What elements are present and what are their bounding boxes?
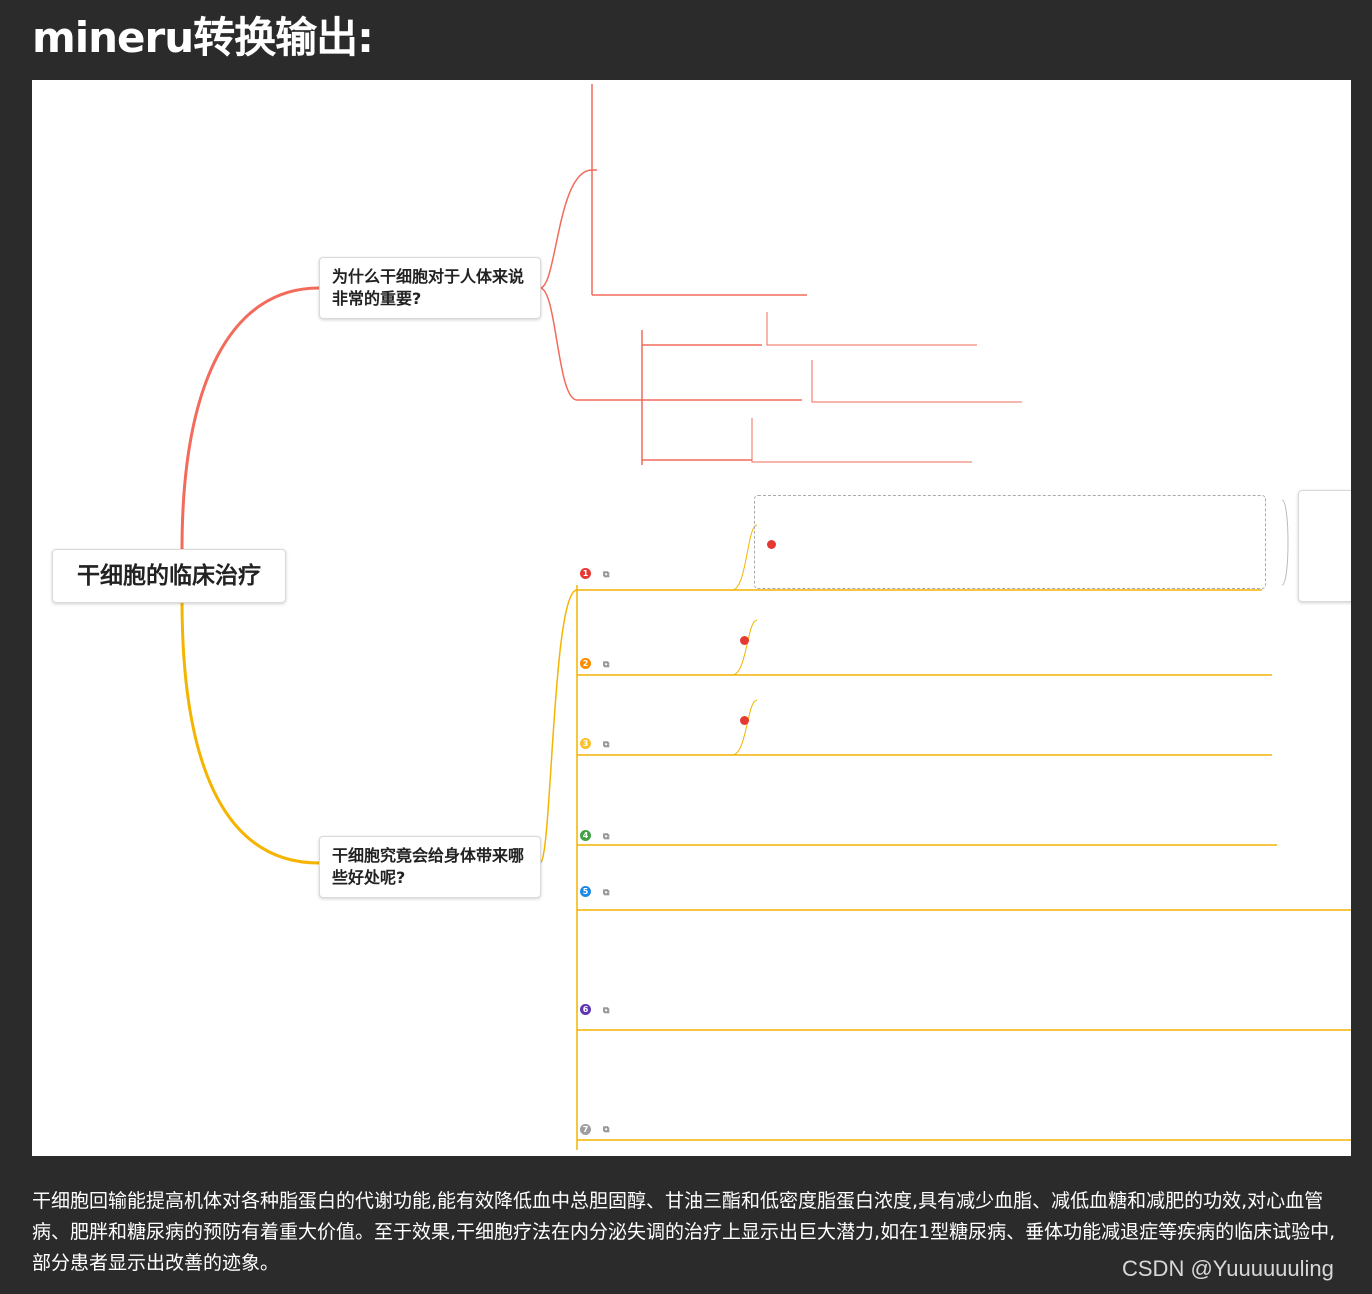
csdn-watermark: CSDN @Yuuuuuuling [1122, 1256, 1334, 1281]
stem-cell-importance-text [607, 82, 807, 294]
link-icon[interactable]: ⧉ [603, 739, 610, 750]
section-7-number: 7 [580, 1124, 591, 1135]
section-5-number: 5 [580, 886, 591, 897]
section-5-label: 5⧉ [580, 886, 820, 898]
section-4-text [760, 770, 1272, 842]
section-2-text [758, 610, 1268, 672]
section-7-text [724, 1048, 1351, 1136]
branch-title-benefits: 干细胞究竟会给身体带来哪些好处呢? [319, 836, 541, 898]
marker-1 [767, 540, 776, 549]
page-heading: mineru转换输出: [32, 13, 374, 62]
section-6-label: 6⧉ [580, 1004, 820, 1016]
section-4-label: 4⧉ [580, 830, 609, 842]
section-6-number: 6 [580, 1004, 591, 1015]
section-3-number: 3 [580, 738, 591, 749]
section-4-number: 4 [580, 830, 591, 841]
section-1-text [784, 505, 1254, 585]
clipped-side-note [1298, 490, 1351, 602]
section-2-number: 2 [580, 658, 591, 669]
section-1-dashed-box [754, 495, 1266, 589]
link-icon[interactable]: ⧉ [603, 569, 610, 580]
link-icon[interactable]: ⧉ [603, 831, 610, 842]
link-icon[interactable]: ⧉ [603, 1005, 610, 1016]
mindmap-connectors [180, 84, 1351, 1150]
section-1-label: 1⧉ [580, 568, 609, 580]
mindmap-image: 干细胞的临床治疗 为什么干细胞对于人体来说非常的重要? 干细胞究竟会给身体带来哪… [32, 80, 1351, 1156]
section-1-number: 1 [580, 568, 591, 579]
branch-title-why-important: 为什么干细胞对于人体来说非常的重要? [319, 257, 541, 319]
summary-paragraph: 干细胞回输能提高机体对各种脂蛋白的代谢功能,能有效降低血中总胆固醇、甘油三酯和低… [32, 1190, 1336, 1274]
marker-2 [740, 636, 749, 645]
section-2-label: 2⧉ [580, 658, 609, 670]
mindmap-root-node: 干细胞的临床治疗 [52, 549, 286, 603]
section-6-text [836, 928, 1351, 1026]
marker-3 [740, 716, 749, 725]
link-icon[interactable]: ⧉ [603, 659, 610, 670]
section-5-text [836, 862, 1351, 907]
link-icon[interactable]: ⧉ [603, 887, 610, 898]
section-3-text [758, 690, 1268, 752]
section-7-label: 7⧉ [580, 1124, 609, 1135]
link-icon[interactable]: ⧉ [603, 1125, 610, 1135]
section-3-label: 3⧉ [580, 738, 609, 750]
